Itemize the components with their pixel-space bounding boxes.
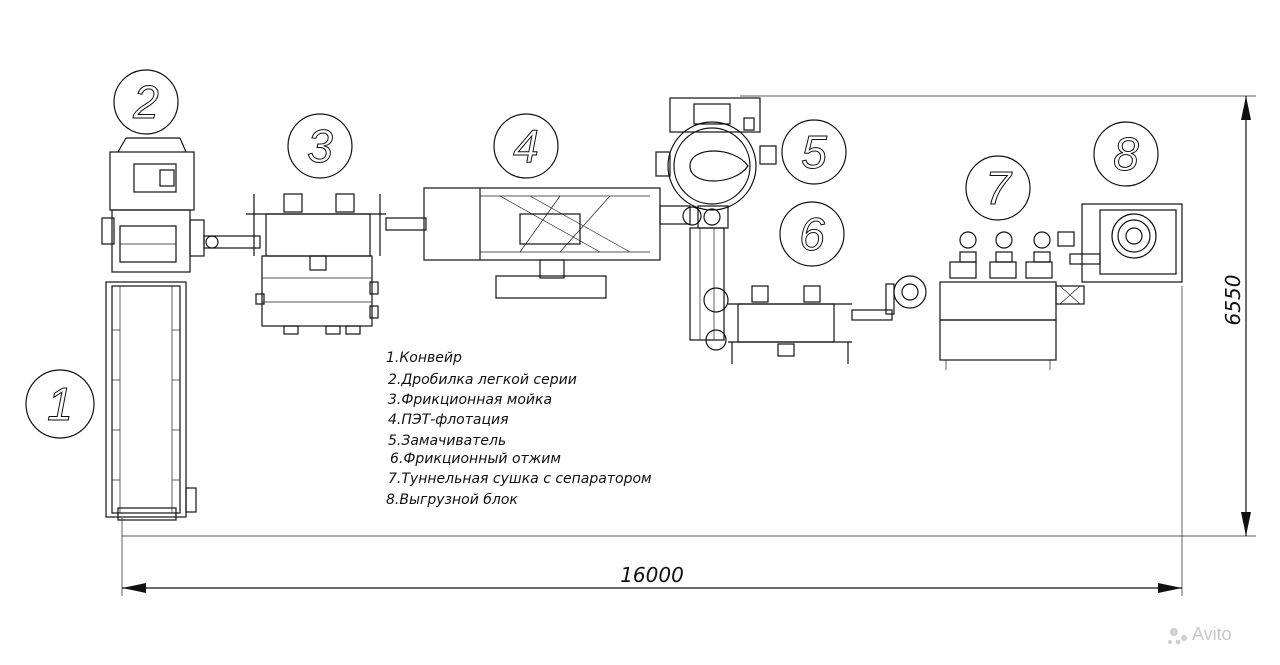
friction-washer-3 [246,193,427,335]
svg-text:2: 2 [132,76,159,128]
callout-2: 2 [113,69,179,135]
svg-text:5: 5 [801,126,827,178]
callout-3: 3 [287,113,353,179]
svg-text:Avito: Avito [1192,624,1232,644]
dimension-height: 6550 [122,95,1256,537]
callout-7: 7 [965,155,1031,221]
height-label: 6550 [1221,275,1245,326]
legend-item-1: 1.Конвейр [386,350,462,366]
legend-item-7: 7.Туннельная сушка с сепаратором [388,471,652,487]
svg-text:8: 8 [1113,128,1139,180]
pet-flotation-4 [423,187,702,299]
crusher-2 [101,137,261,273]
svg-text:1: 1 [47,378,73,430]
legend-item-5: 5.Замачиватель [388,433,506,449]
svg-text:3: 3 [307,120,333,172]
svg-text:7: 7 [985,162,1012,214]
soaker-5 [655,97,777,229]
dimension-width: 16000 [121,286,1183,596]
width-label: 16000 [620,563,684,587]
legend: 1.Конвейр 2.Дробилка легкой серии 3.Фрик… [386,350,652,508]
legend-item-3: 3.Фрикционная мойка [388,392,552,408]
legend-item-6: 6.Фрикционный отжим [390,451,561,467]
legend-item-8: 8.Выгрузной блок [386,492,518,508]
conveyor-1 [105,281,197,521]
avito-watermark: Avito [1168,624,1232,645]
legend-item-4: 4.ПЭТ-флотация [388,412,509,428]
svg-text:4: 4 [513,120,539,172]
callout-4: 4 [493,113,559,179]
callout-5: 5 [781,119,847,185]
friction-squeezer-6 [689,227,893,364]
svg-text:6: 6 [799,208,825,260]
callout-8: 8 [1093,121,1159,187]
callout-6: 6 [779,201,845,267]
tunnel-dryer-7 [885,231,1085,370]
unloading-block-8 [1069,203,1183,283]
legend-item-2: 2.Дробилка легкой серии [388,372,577,388]
callout-1: 1 [25,369,95,439]
